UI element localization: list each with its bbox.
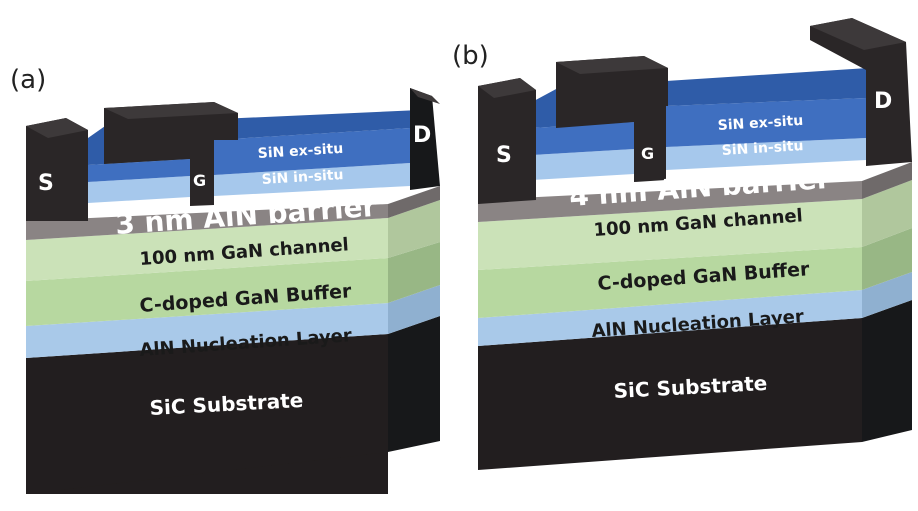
panel-b-drain-contact: D	[810, 18, 912, 166]
panel-a-drain-contact: D	[410, 88, 440, 190]
panel-b-source-contact: S	[478, 78, 536, 204]
panel-b-label: (b)	[452, 41, 489, 71]
panel-b: (b) S G	[452, 18, 912, 470]
panel-a-drain-label: D	[413, 123, 431, 148]
panel-b-sin-insitu-left	[532, 149, 634, 180]
panel-b-sin-exsitu-label: SiN ex-situ	[717, 113, 803, 134]
panel-b-channel-layer	[478, 199, 862, 270]
panel-b-sin-exsitu-right	[666, 98, 866, 147]
panel-a-nucleation-layer	[26, 303, 388, 358]
panel-a-sin-exsitu-right	[214, 128, 410, 175]
panel-a-sin-insitu-layer	[88, 176, 190, 203]
panel-a-gate-label: G	[193, 171, 206, 190]
panel-a-sin-insitu-label: SiN in-situ	[261, 167, 344, 188]
panel-a: (a) S G	[10, 65, 440, 494]
panel-b-sin-insitu-label: SiN in-situ	[721, 138, 804, 159]
panel-a-sin-exsitu-label: SiN ex-situ	[257, 141, 343, 162]
panel-b-sin-insitu-right	[666, 138, 866, 170]
panel-b-side-face	[862, 162, 912, 442]
panel-b-substrate-layer	[478, 318, 862, 470]
panel-a-gate-contact: G	[104, 102, 238, 206]
panel-b-sin-exsitu-left	[532, 122, 634, 155]
panel-a-sin-exsitu-left	[88, 159, 190, 182]
panel-a-source-contact: S	[26, 118, 88, 221]
panel-b-nucleation-layer	[478, 290, 862, 346]
panel-b-barrier-layer	[478, 181, 862, 222]
panel-b-gate-contact: G	[556, 56, 668, 182]
panel-b-buffer-layer	[478, 247, 862, 318]
panel-b-drain-label: D	[874, 89, 892, 114]
panel-a-sin-insitu-right	[214, 163, 410, 196]
panel-a-barrier-layer	[26, 204, 388, 240]
panel-b-gate-label: G	[641, 144, 654, 163]
panel-a-side-face	[388, 186, 440, 452]
panel-a-source-label: S	[38, 171, 54, 196]
panel-b-source-label: S	[496, 143, 512, 168]
panel-a-substrate-top	[26, 334, 388, 494]
panel-a-channel-layer	[26, 218, 388, 281]
panel-a-label: (a)	[10, 65, 46, 95]
panel-a-buffer-layer	[26, 258, 388, 326]
